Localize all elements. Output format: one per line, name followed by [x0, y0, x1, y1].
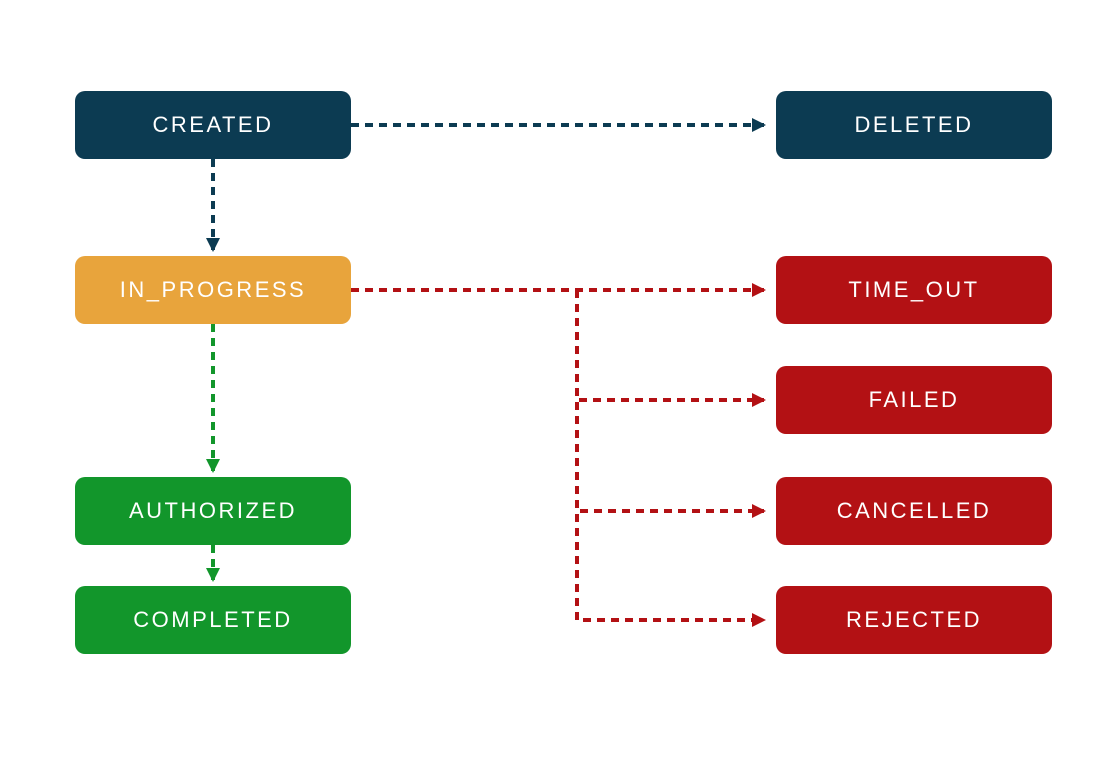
node-failed-label: FAILED — [868, 387, 960, 412]
edge-in-progress-failed — [575, 290, 766, 407]
node-time-out: TIME_OUT — [776, 256, 1052, 324]
node-authorized-label: AUTHORIZED — [129, 498, 297, 523]
node-deleted-label: DELETED — [854, 112, 974, 137]
node-rejected: REJECTED — [776, 586, 1052, 654]
node-time-out-label: TIME_OUT — [848, 277, 980, 302]
node-created-label: CREATED — [152, 112, 274, 137]
edge-in-progress-rejected — [575, 290, 766, 627]
node-cancelled-label: CANCELLED — [836, 498, 992, 523]
node-created: CREATED — [75, 91, 351, 159]
node-failed: FAILED — [776, 366, 1052, 434]
node-authorized: AUTHORIZED — [75, 477, 351, 545]
node-completed-label: COMPLETED — [133, 607, 293, 632]
node-in-progress-label: IN_PROGRESS — [119, 277, 307, 302]
node-in-progress: IN_PROGRESS — [75, 256, 351, 324]
node-rejected-label: REJECTED — [845, 607, 983, 632]
node-deleted: DELETED — [776, 91, 1052, 159]
node-cancelled: CANCELLED — [776, 477, 1052, 545]
node-completed: COMPLETED — [75, 586, 351, 654]
